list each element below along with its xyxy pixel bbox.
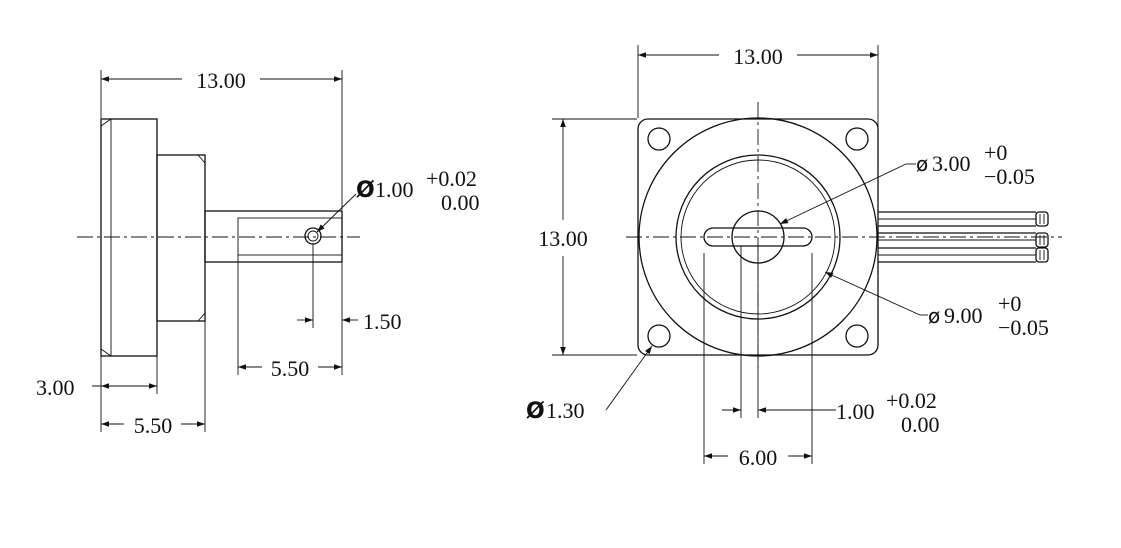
rotor-diameter-leader <box>824 271 921 316</box>
side-view: 13.00 Ø 1.00 +0.02 0.00 1.50 5.50 3.00 5… <box>36 68 480 438</box>
slot-width-value: 1.00 <box>836 399 875 424</box>
side-width-label: 13.00 <box>196 68 246 93</box>
side-pin-diameter: 1.00 <box>375 177 414 202</box>
slot-width-tol-lower: 0.00 <box>901 412 940 437</box>
mount-hole-br <box>845 324 869 348</box>
wire-tip-1 <box>1035 211 1049 227</box>
wire-bundle <box>878 211 1049 263</box>
shaft-diameter-value: 3.00 <box>932 151 971 176</box>
side-pin-leader <box>316 193 357 233</box>
side-flange <box>100 118 158 357</box>
side-flange-chamfer-bottom <box>100 348 112 357</box>
rotor-diameter-value: 9.00 <box>944 303 983 328</box>
side-body-step-top <box>197 154 206 164</box>
side-body-depth-label: 5.50 <box>134 413 173 438</box>
rotor-diameter-tol-upper: +0 <box>998 291 1021 316</box>
front-height-label: 13.00 <box>538 226 588 251</box>
side-body-step-bottom <box>197 312 206 322</box>
side-shaft-length-label: 5.50 <box>271 356 310 381</box>
wire-tip-2 <box>1035 232 1049 248</box>
rotor-diameter-symbol: ø <box>928 304 940 328</box>
mount-hole-tl <box>647 127 671 151</box>
side-pin-hole-inner <box>307 230 319 242</box>
side-pin-tol-lower: 0.00 <box>441 190 480 215</box>
front-view: 13.00 13.00 ø 3.00 +0 −0.05 ø 9.00 +0 −0… <box>526 44 1062 470</box>
side-flange-label: 3.00 <box>36 375 75 400</box>
mount-hole-bl <box>647 324 671 348</box>
side-body <box>156 154 206 322</box>
wire-tip-3 <box>1035 247 1049 263</box>
shaft-diameter-tol-lower: −0.05 <box>984 164 1035 189</box>
shaft-diameter-leader <box>779 163 907 225</box>
rotor-diameter-tol-lower: −0.05 <box>998 315 1049 340</box>
side-pin-symbol: Ø <box>356 178 375 203</box>
shaft-diameter-tol-upper: +0 <box>984 140 1007 165</box>
side-shaft-flat <box>237 217 343 256</box>
mount-hole-symbol: Ø <box>526 399 545 424</box>
shaft-diameter-symbol: ø <box>916 152 928 176</box>
slot-width-tol-upper: +0.02 <box>886 388 937 413</box>
slot-length-label: 6.00 <box>739 445 778 470</box>
side-pin-tol-upper: +0.02 <box>426 166 477 191</box>
side-hole-end-label: 1.50 <box>363 309 402 334</box>
mount-hole-tr <box>845 127 869 151</box>
front-width-label: 13.00 <box>733 44 783 69</box>
mount-hole-leader <box>605 345 653 411</box>
mount-hole-value: 1.30 <box>546 398 585 423</box>
side-flange-chamfer-top <box>100 118 112 127</box>
